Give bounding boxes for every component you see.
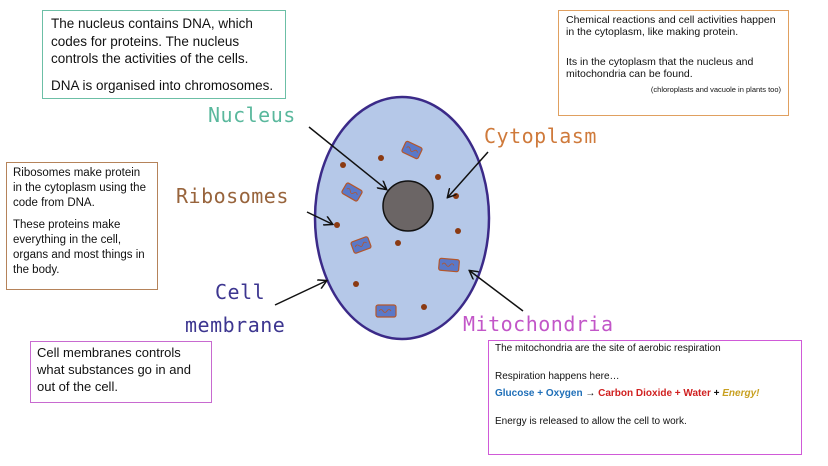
membrane-info-box: Cell membranes controls what substances … <box>30 341 212 403</box>
nucleus-info-text: The nucleus contains DNA, which codes fo… <box>51 16 253 67</box>
equation-oxygen: Oxygen <box>545 388 583 399</box>
ribosomes-info-text: Ribosomes make protein in the cytoplasm … <box>13 167 146 209</box>
membrane-arrow <box>274 281 326 306</box>
equation-carbon-dioxide: Carbon Dioxide + <box>598 388 681 399</box>
ribosome-dot <box>378 155 384 161</box>
equation-water: Water <box>680 388 711 399</box>
mitochondria-info-text: The mitochondria are the site of aerobic… <box>495 343 721 354</box>
pointer-arrows <box>274 126 524 312</box>
nucleus-label: Nucleus <box>208 103 296 127</box>
nucleus-organelle <box>382 180 434 232</box>
cytoplasm-info-box: Chemical reactions and cell activities h… <box>558 10 789 116</box>
ribosome-dot <box>453 193 459 199</box>
nucleus-info-box: The nucleus contains DNA, which codes fo… <box>42 10 286 99</box>
nucleus-chromosome-text: DNA is organised into chromosomes. <box>51 77 274 93</box>
cell-label: Cell <box>215 280 266 304</box>
respiration-equation: Glucose + Oxygen → Carbon Dioxide + Wate… <box>495 388 795 400</box>
membrane-label: membrane <box>185 313 286 337</box>
equation-plus: + <box>710 388 723 399</box>
equation-plus: + <box>534 388 546 399</box>
mitochondrion <box>438 257 460 273</box>
ribosomes-info-box: Ribosomes make protein in the cytoplasm … <box>6 162 158 290</box>
cytoplasm-note: (chloroplasts and vacuole in plants too) <box>650 85 781 95</box>
ribosome-dot <box>353 281 359 287</box>
cytoplasm-label: Cytoplasm <box>484 124 597 148</box>
mitochondria-arrow <box>470 271 524 312</box>
membrane-info-text: Cell membranes controls what substances … <box>37 345 191 394</box>
ribosome-dot <box>435 174 441 180</box>
nucleus-arrow <box>308 126 386 189</box>
ribosomes-label: Ribosomes <box>176 184 289 208</box>
cytoplasm-location-text: Its in the cytoplasm that the nucleus an… <box>566 56 754 81</box>
mitochondrion <box>401 140 423 160</box>
cytoplasm-arrow <box>448 151 489 197</box>
equation-glucose: Glucose <box>495 388 535 399</box>
mitochondria-group <box>341 140 460 318</box>
respiration-text: Respiration happens here… <box>495 371 620 382</box>
equation-arrow: → <box>582 388 599 399</box>
mitochondrion <box>350 236 372 254</box>
mitochondria-label: Mitochondria <box>463 312 614 336</box>
equation-energy: Energy! <box>722 388 760 399</box>
mitochondria-info-box: The mitochondria are the site of aerobic… <box>488 340 802 455</box>
ribosome-dot <box>340 162 346 168</box>
cytoplasm-info-text: Chemical reactions and cell activities h… <box>566 14 776 39</box>
ribosome-dot <box>421 304 427 310</box>
ribosomes-proteins-text: These proteins make everything in the ce… <box>13 218 145 276</box>
ribosome-dot <box>395 240 401 246</box>
mitochondrion <box>375 304 397 318</box>
energy-released-text: Energy is released to allow the cell to … <box>495 416 687 427</box>
mitochondrion <box>341 182 363 202</box>
ribosome-dot <box>334 222 340 228</box>
ribosomes-arrow <box>306 211 332 224</box>
ribosome-dot <box>455 228 461 234</box>
